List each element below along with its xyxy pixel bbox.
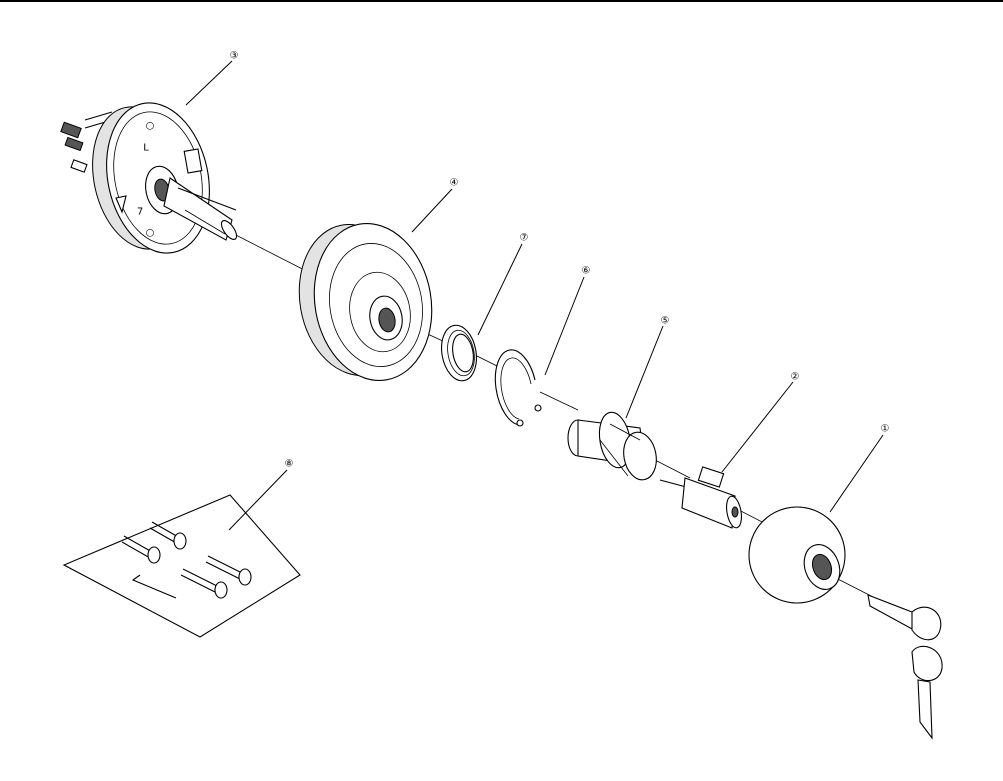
part-3-chassis: ○ L 7 ○	[60, 102, 238, 254]
svg-text:○: ○	[146, 121, 155, 132]
part-5-housing	[567, 411, 657, 481]
callout-3: ③	[230, 51, 239, 62]
leader-lines	[185, 60, 884, 531]
svg-text:L: L	[143, 143, 149, 154]
part-8-screw-pack	[62, 494, 301, 638]
callout-5: ⑤	[661, 316, 670, 327]
hex-key	[131, 574, 177, 599]
screw	[149, 521, 187, 550]
part-7-ring	[441, 324, 477, 382]
callout-1: ①	[881, 424, 890, 435]
callout-4: ④	[450, 178, 459, 189]
callout-8: ⑧	[285, 459, 294, 470]
part-1-knob	[748, 506, 846, 604]
svg-text:○: ○	[146, 228, 155, 239]
svg-text:7: 7	[137, 207, 143, 218]
callout-6: ⑥	[582, 266, 591, 277]
part-4-rose	[298, 223, 433, 381]
screw	[205, 555, 252, 586]
top-border	[0, 0, 1003, 2]
callout-2: ②	[791, 372, 800, 383]
keys	[867, 594, 943, 740]
callout-7: ⑦	[520, 233, 529, 244]
part-6-snap-ring	[494, 349, 542, 427]
callouts: ① ② ③ ④ ⑤ ⑥ ⑦ ⑧	[230, 51, 890, 470]
part-2-cylinder	[659, 466, 742, 529]
screw	[121, 535, 161, 564]
screw	[180, 568, 228, 599]
